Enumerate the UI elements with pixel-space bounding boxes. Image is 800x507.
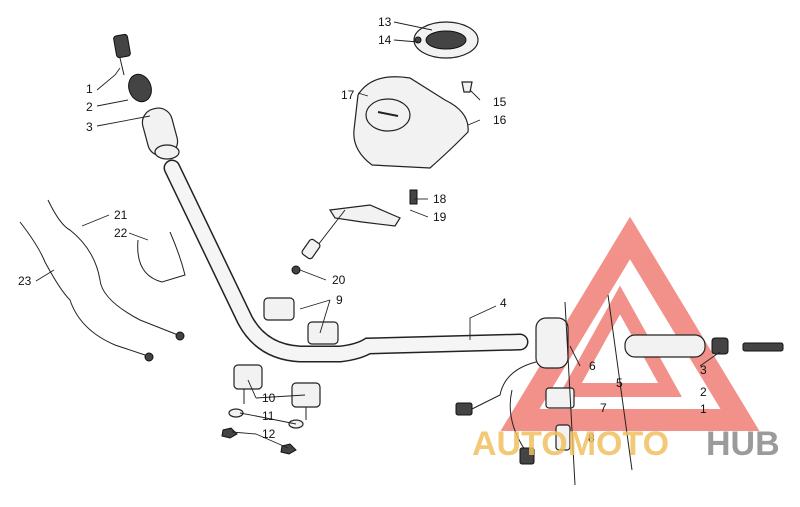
callout-right-3: 3: [700, 363, 707, 377]
callout-17: 17: [341, 88, 355, 102]
callout-right-2: 2: [700, 385, 707, 399]
right-grip-assembly: [455, 294, 784, 486]
callout-21: 21: [114, 208, 128, 222]
callout-7: 7: [600, 401, 607, 415]
callout-23: 23: [18, 274, 32, 288]
callout-10: 10: [262, 391, 276, 405]
callout-20: 20: [332, 273, 346, 287]
callout-1: 1: [86, 82, 93, 96]
handlebar: [163, 159, 529, 363]
callout-right-1: 1: [700, 402, 707, 416]
callout-12: 12: [262, 427, 276, 441]
callout-6: 6: [589, 359, 596, 373]
callout-3: 3: [86, 120, 93, 134]
callout-labels-right: 1 2 3 5 6 7 8: [588, 359, 707, 445]
callout-4: 4: [500, 296, 507, 310]
callout-labels-left: 1 2 3 4 9 10 11 12 13 14 15 16 17 18 19 …: [18, 15, 507, 441]
watermark-brand-a: AUTOMOTO: [472, 425, 669, 463]
callout-18: 18: [433, 192, 447, 206]
callout-8: 8: [588, 431, 595, 445]
callout-5: 5: [616, 376, 623, 390]
handlebar-risers: [221, 297, 339, 455]
instrument-cover: [353, 76, 469, 169]
callout-22: 22: [114, 226, 128, 240]
throttle-cables: [19, 199, 186, 362]
callout-13: 13: [378, 15, 392, 29]
callout-19: 19: [433, 210, 447, 224]
left-grip-assembly: [113, 33, 180, 160]
watermark-brand-b: HUB: [706, 425, 780, 463]
callout-14: 14: [378, 33, 392, 47]
callout-15: 15: [493, 95, 507, 109]
callout-11: 11: [262, 409, 275, 423]
watermark-text: AUTOMOTO HUB: [472, 425, 780, 463]
callout-9: 9: [336, 293, 343, 307]
leader-lines: [35, 21, 721, 449]
mount-bracket: [291, 189, 418, 275]
speedometer-cap: [413, 21, 479, 93]
callout-16: 16: [493, 113, 507, 127]
callout-2: 2: [86, 100, 93, 114]
